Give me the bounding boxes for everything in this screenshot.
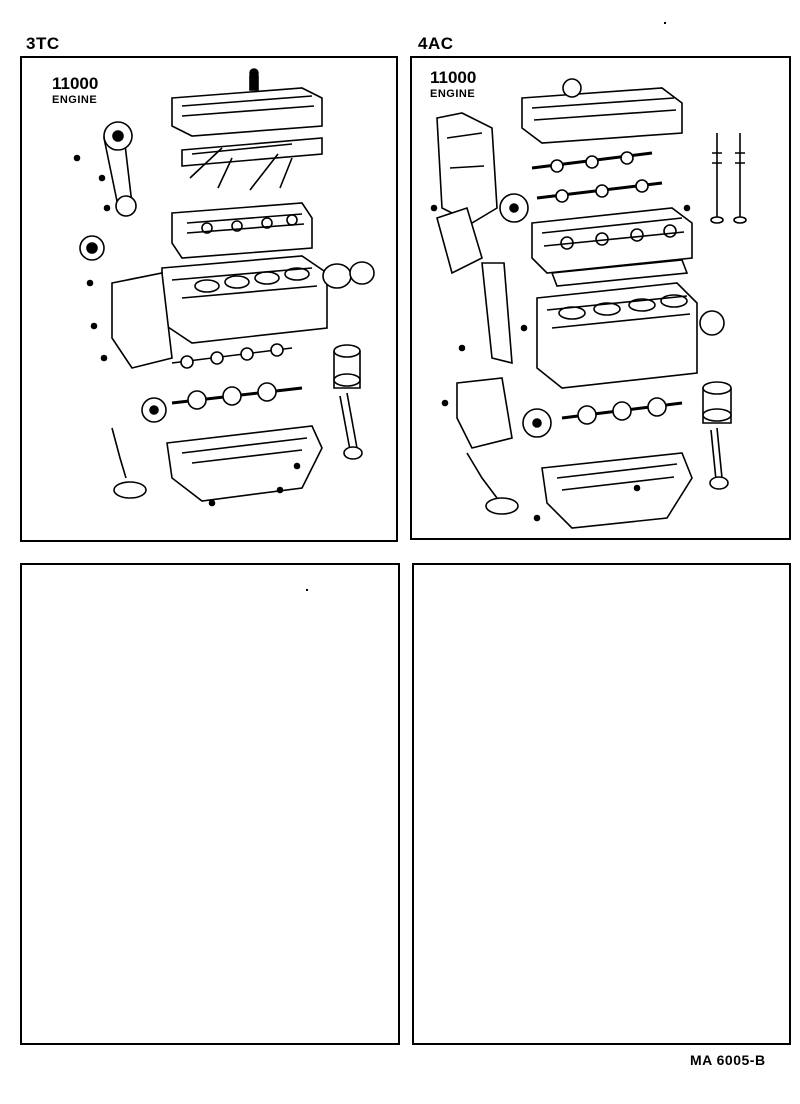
panel-3tc-engine: 11000 ENGINE: [20, 56, 398, 542]
speck: [306, 589, 308, 591]
engine-4ac-exploded-illustration: [430, 78, 747, 529]
section-heading-3tc: 3TC: [26, 34, 60, 53]
engine-3tc-exploded-illustration: [73, 68, 375, 507]
panel-empty-left: [20, 563, 400, 1045]
figure-reference: MA 6005-B: [690, 1052, 766, 1068]
panel-code-3tc: 11000: [52, 74, 99, 93]
panel-code-4ac: 11000: [430, 68, 477, 87]
section-heading-4ac: 4AC: [418, 34, 454, 53]
panel-4ac-engine: 11000 ENGINE: [410, 56, 791, 540]
speck: [664, 22, 666, 24]
panel-subtitle-3tc: ENGINE: [52, 94, 98, 106]
panel-subtitle-4ac: ENGINE: [430, 88, 476, 100]
panel-empty-right: [412, 563, 791, 1045]
